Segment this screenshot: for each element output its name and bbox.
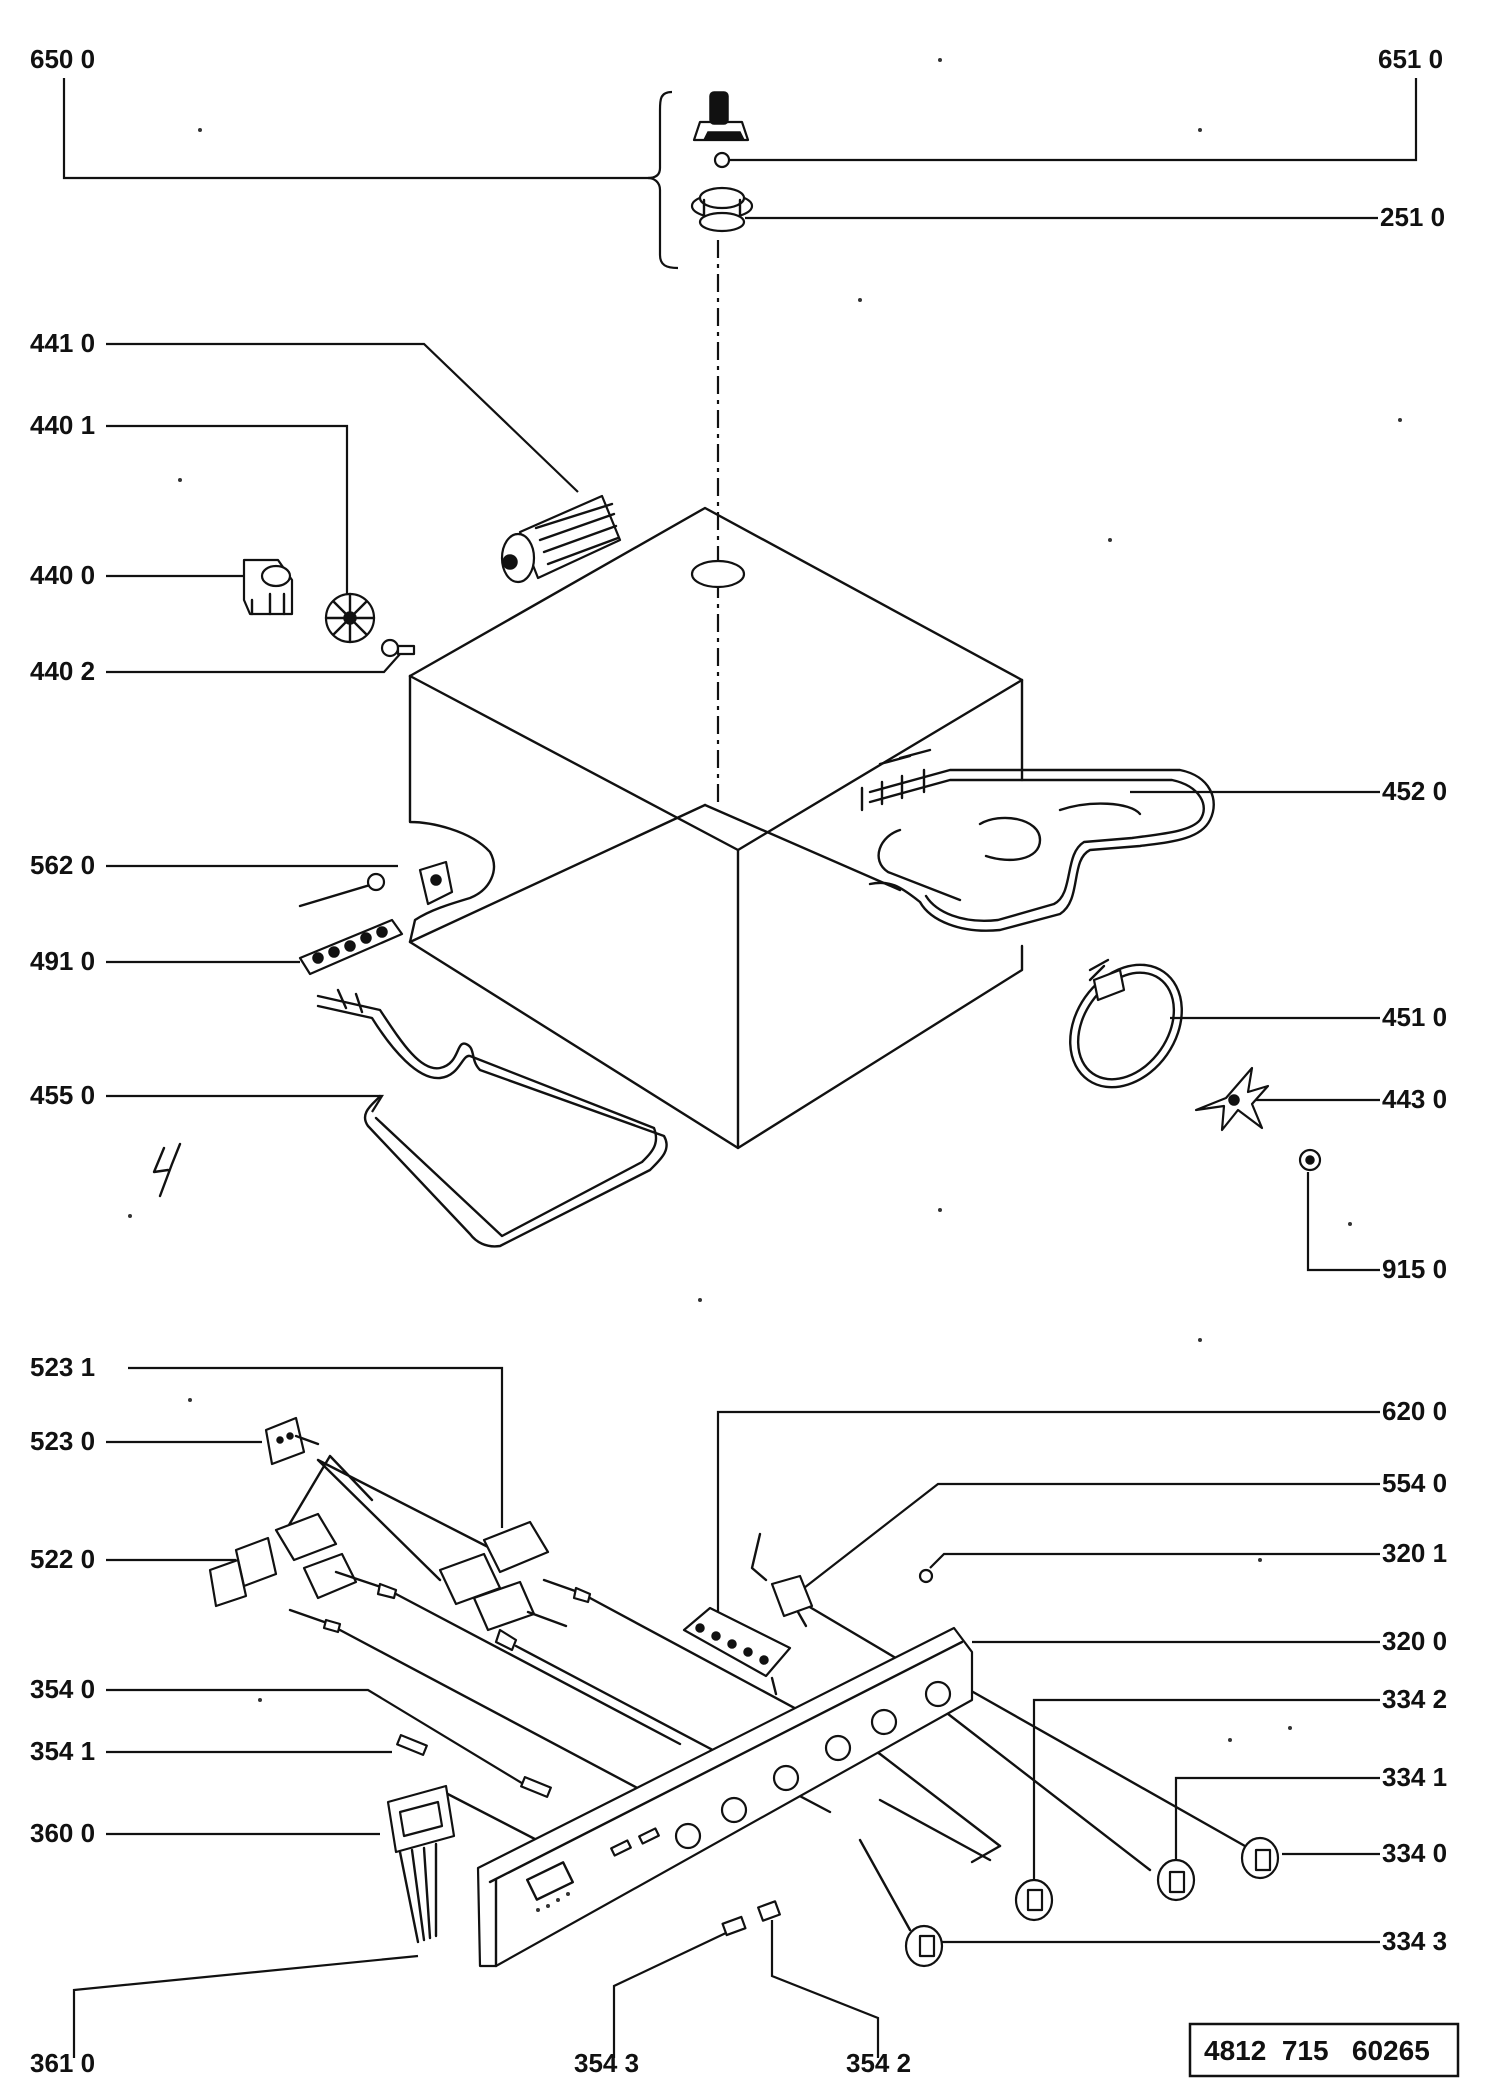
shaft-lines	[338, 1592, 1254, 1932]
lamp-354-3-part	[721, 1915, 747, 1937]
label-554-0: 554 0	[1382, 1468, 1447, 1498]
fan-wheel-part	[324, 592, 376, 644]
knob-334-2-part	[1014, 1878, 1054, 1922]
fan-blade-part	[1194, 1066, 1270, 1132]
label-491-0: 491 0	[30, 946, 95, 976]
leader-lines	[62, 78, 1418, 2058]
label-455-0: 455 0	[30, 1080, 95, 1110]
fan-motor-part	[500, 494, 622, 584]
label-320-1: 320 1	[1382, 1538, 1447, 1568]
switch-group-523-part	[438, 1520, 592, 1652]
label-651-0: 651 0	[1378, 44, 1443, 74]
drawing-code: 4812 715 60265	[1204, 2035, 1430, 2066]
label-354-0: 354 0	[30, 1674, 95, 1704]
terminal-strip-620-part	[682, 1606, 792, 1696]
part-labels: 650 0 651 0 251 0 441 0 440 1 440 0 440 …	[30, 44, 1447, 2078]
knob-334-1-part	[1156, 1858, 1196, 1902]
label-650-0: 650 0	[30, 44, 95, 74]
lamp-354-0-part	[520, 1776, 552, 1798]
label-562-0: 562 0	[30, 850, 95, 880]
label-334-2: 334 2	[1382, 1684, 1447, 1714]
lamp-354-1-part	[396, 1734, 428, 1756]
thermostat-knob-part	[690, 91, 754, 233]
switch-group-522-part	[208, 1512, 398, 1634]
terminal-block-part	[298, 918, 404, 976]
label-452-0: 452 0	[1382, 776, 1447, 806]
fan-bracket-part	[242, 558, 294, 616]
bottom-heating-element-part	[316, 988, 668, 1248]
label-440-0: 440 0	[30, 560, 95, 590]
control-panel-part	[476, 1626, 974, 1968]
switch-523-part	[264, 1416, 492, 1582]
label-523-0: 523 0	[30, 1426, 95, 1456]
label-440-1: 440 1	[30, 410, 95, 440]
label-915-0: 915 0	[1382, 1254, 1447, 1284]
label-334-0: 334 0	[1382, 1838, 1447, 1868]
knob-334-3-part	[904, 1924, 944, 1968]
label-354-2: 354 2	[846, 2048, 911, 2078]
label-522-0: 522 0	[30, 1544, 95, 1574]
timer-module-part	[386, 1784, 456, 1944]
label-334-3: 334 3	[1382, 1926, 1447, 1956]
knob-334-0-part	[1240, 1836, 1280, 1880]
label-440-2: 440 2	[30, 656, 95, 686]
probe-sensor-part	[298, 860, 454, 908]
label-251-0: 251 0	[1380, 202, 1445, 232]
label-441-0: 441 0	[30, 328, 95, 358]
switch-554-part	[750, 1532, 814, 1628]
label-443-0: 443 0	[1382, 1084, 1447, 1114]
fan-nut-915-part	[1298, 1148, 1322, 1172]
top-heating-element-part	[860, 748, 1215, 932]
label-320-0: 320 0	[1382, 1626, 1447, 1656]
indicator-lamp-part	[918, 1568, 934, 1584]
clip-part	[152, 1142, 182, 1198]
oven-cavity	[408, 240, 1024, 1150]
lamp-354-2-part	[757, 1900, 781, 1922]
label-354-3: 354 3	[574, 2048, 639, 2078]
label-361-0: 361 0	[30, 2048, 95, 2078]
label-620-0: 620 0	[1382, 1396, 1447, 1426]
label-360-0: 360 0	[30, 1818, 95, 1848]
label-354-1: 354 1	[30, 1736, 95, 1766]
label-334-1: 334 1	[1382, 1762, 1447, 1792]
drawing-code-box: 4812 715 60265	[1188, 2022, 1460, 2078]
scan-noise	[128, 58, 1402, 1742]
label-523-1: 523 1	[30, 1352, 95, 1382]
label-451-0: 451 0	[1382, 1002, 1447, 1032]
fan-nut-part	[380, 638, 416, 658]
circular-heating-element-part	[1069, 958, 1183, 1089]
